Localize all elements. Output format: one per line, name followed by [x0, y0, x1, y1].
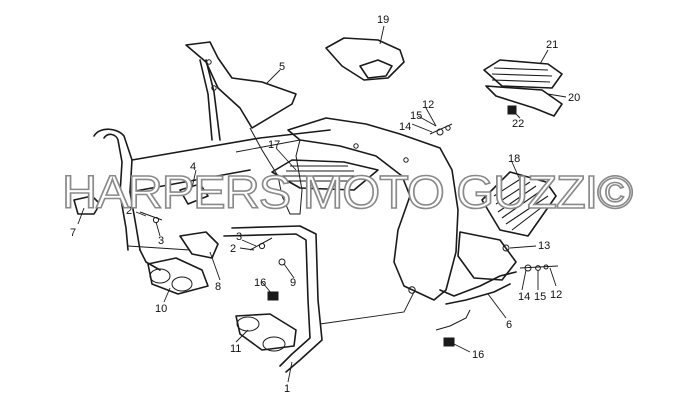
assembly-lines [127, 139, 415, 325]
part-8-bracket [179, 231, 219, 259]
callout-21: 21 [546, 39, 558, 51]
part-18-footboard [457, 171, 557, 281]
part-10-footpeg [147, 257, 209, 295]
callout-12-right: 12 [550, 289, 562, 301]
callout-20: 20 [568, 92, 580, 104]
part-7-clamp [73, 195, 101, 215]
callout-14-right: 14 [518, 291, 530, 303]
part-21-rubber-pad [483, 59, 563, 89]
callout-16-center: 16 [254, 277, 266, 289]
leader-lines [77, 25, 567, 383]
watermark-text: HARPERS MOTO GUZZI© [62, 166, 633, 218]
side-cover-panel [249, 117, 459, 301]
callout-15-top: 15 [410, 110, 422, 122]
callout-3-left: 3 [158, 235, 164, 247]
callout-2-left: 2 [126, 205, 132, 217]
callout-1: 1 [284, 383, 290, 395]
callout-22: 22 [512, 118, 524, 130]
callout-4: 4 [190, 161, 196, 173]
part-6-bar [435, 271, 517, 331]
callout-15-right: 15 [534, 291, 546, 303]
callout-14-top: 14 [399, 121, 411, 133]
callout-12-top: 12 [422, 99, 434, 111]
callout-3-center: 3 [236, 231, 242, 243]
callout-11: 11 [230, 343, 241, 355]
callout-13: 13 [538, 240, 550, 252]
part-11-footpeg [235, 313, 297, 352]
callout-10: 10 [155, 303, 167, 315]
callout-17: 17 [268, 139, 280, 151]
callout-7: 7 [70, 227, 76, 239]
callout-5: 5 [279, 61, 285, 73]
callout-9: 9 [290, 277, 296, 289]
part-4-plate [179, 183, 209, 205]
callout-labels: 19 21 20 22 5 12 15 14 17 18 13 14 15 12… [70, 14, 580, 395]
callout-8: 8 [215, 281, 221, 293]
part-5-bracket [185, 41, 297, 141]
callout-18: 18 [508, 153, 520, 165]
part-1-crash-bar [93, 128, 331, 373]
part-19-mount [325, 37, 405, 81]
fasteners [139, 105, 559, 347]
callout-6: 6 [506, 319, 512, 331]
callout-2-center: 2 [230, 243, 236, 255]
part-20-plate [485, 85, 563, 117]
part-17-footboard [271, 159, 379, 191]
callout-16-right: 16 [472, 349, 484, 361]
callout-19: 19 [377, 14, 389, 26]
